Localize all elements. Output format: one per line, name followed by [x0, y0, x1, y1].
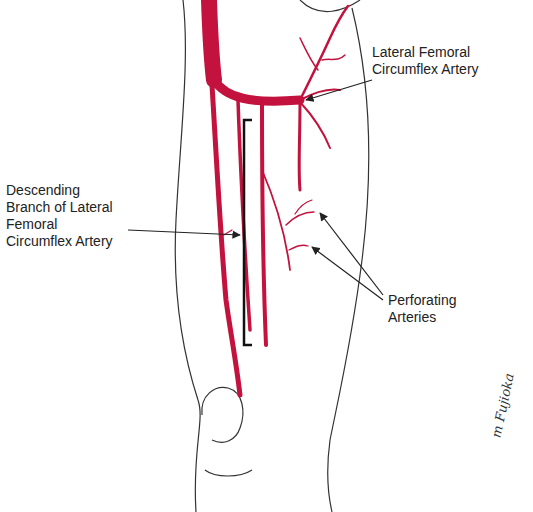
- artery-label: Lateral Femoral Circumflex Artery: [372, 44, 500, 78]
- artery-tree: [209, 0, 348, 395]
- leader-lines: [128, 80, 383, 300]
- bracket: [244, 120, 252, 345]
- artery-label: Descending Branch of Lateral Femoral Cir…: [6, 182, 124, 250]
- artery-label: Perforating Arteries: [388, 292, 488, 326]
- thigh-outline: [175, 0, 368, 512]
- artist-signature: m Fujioka: [489, 371, 517, 438]
